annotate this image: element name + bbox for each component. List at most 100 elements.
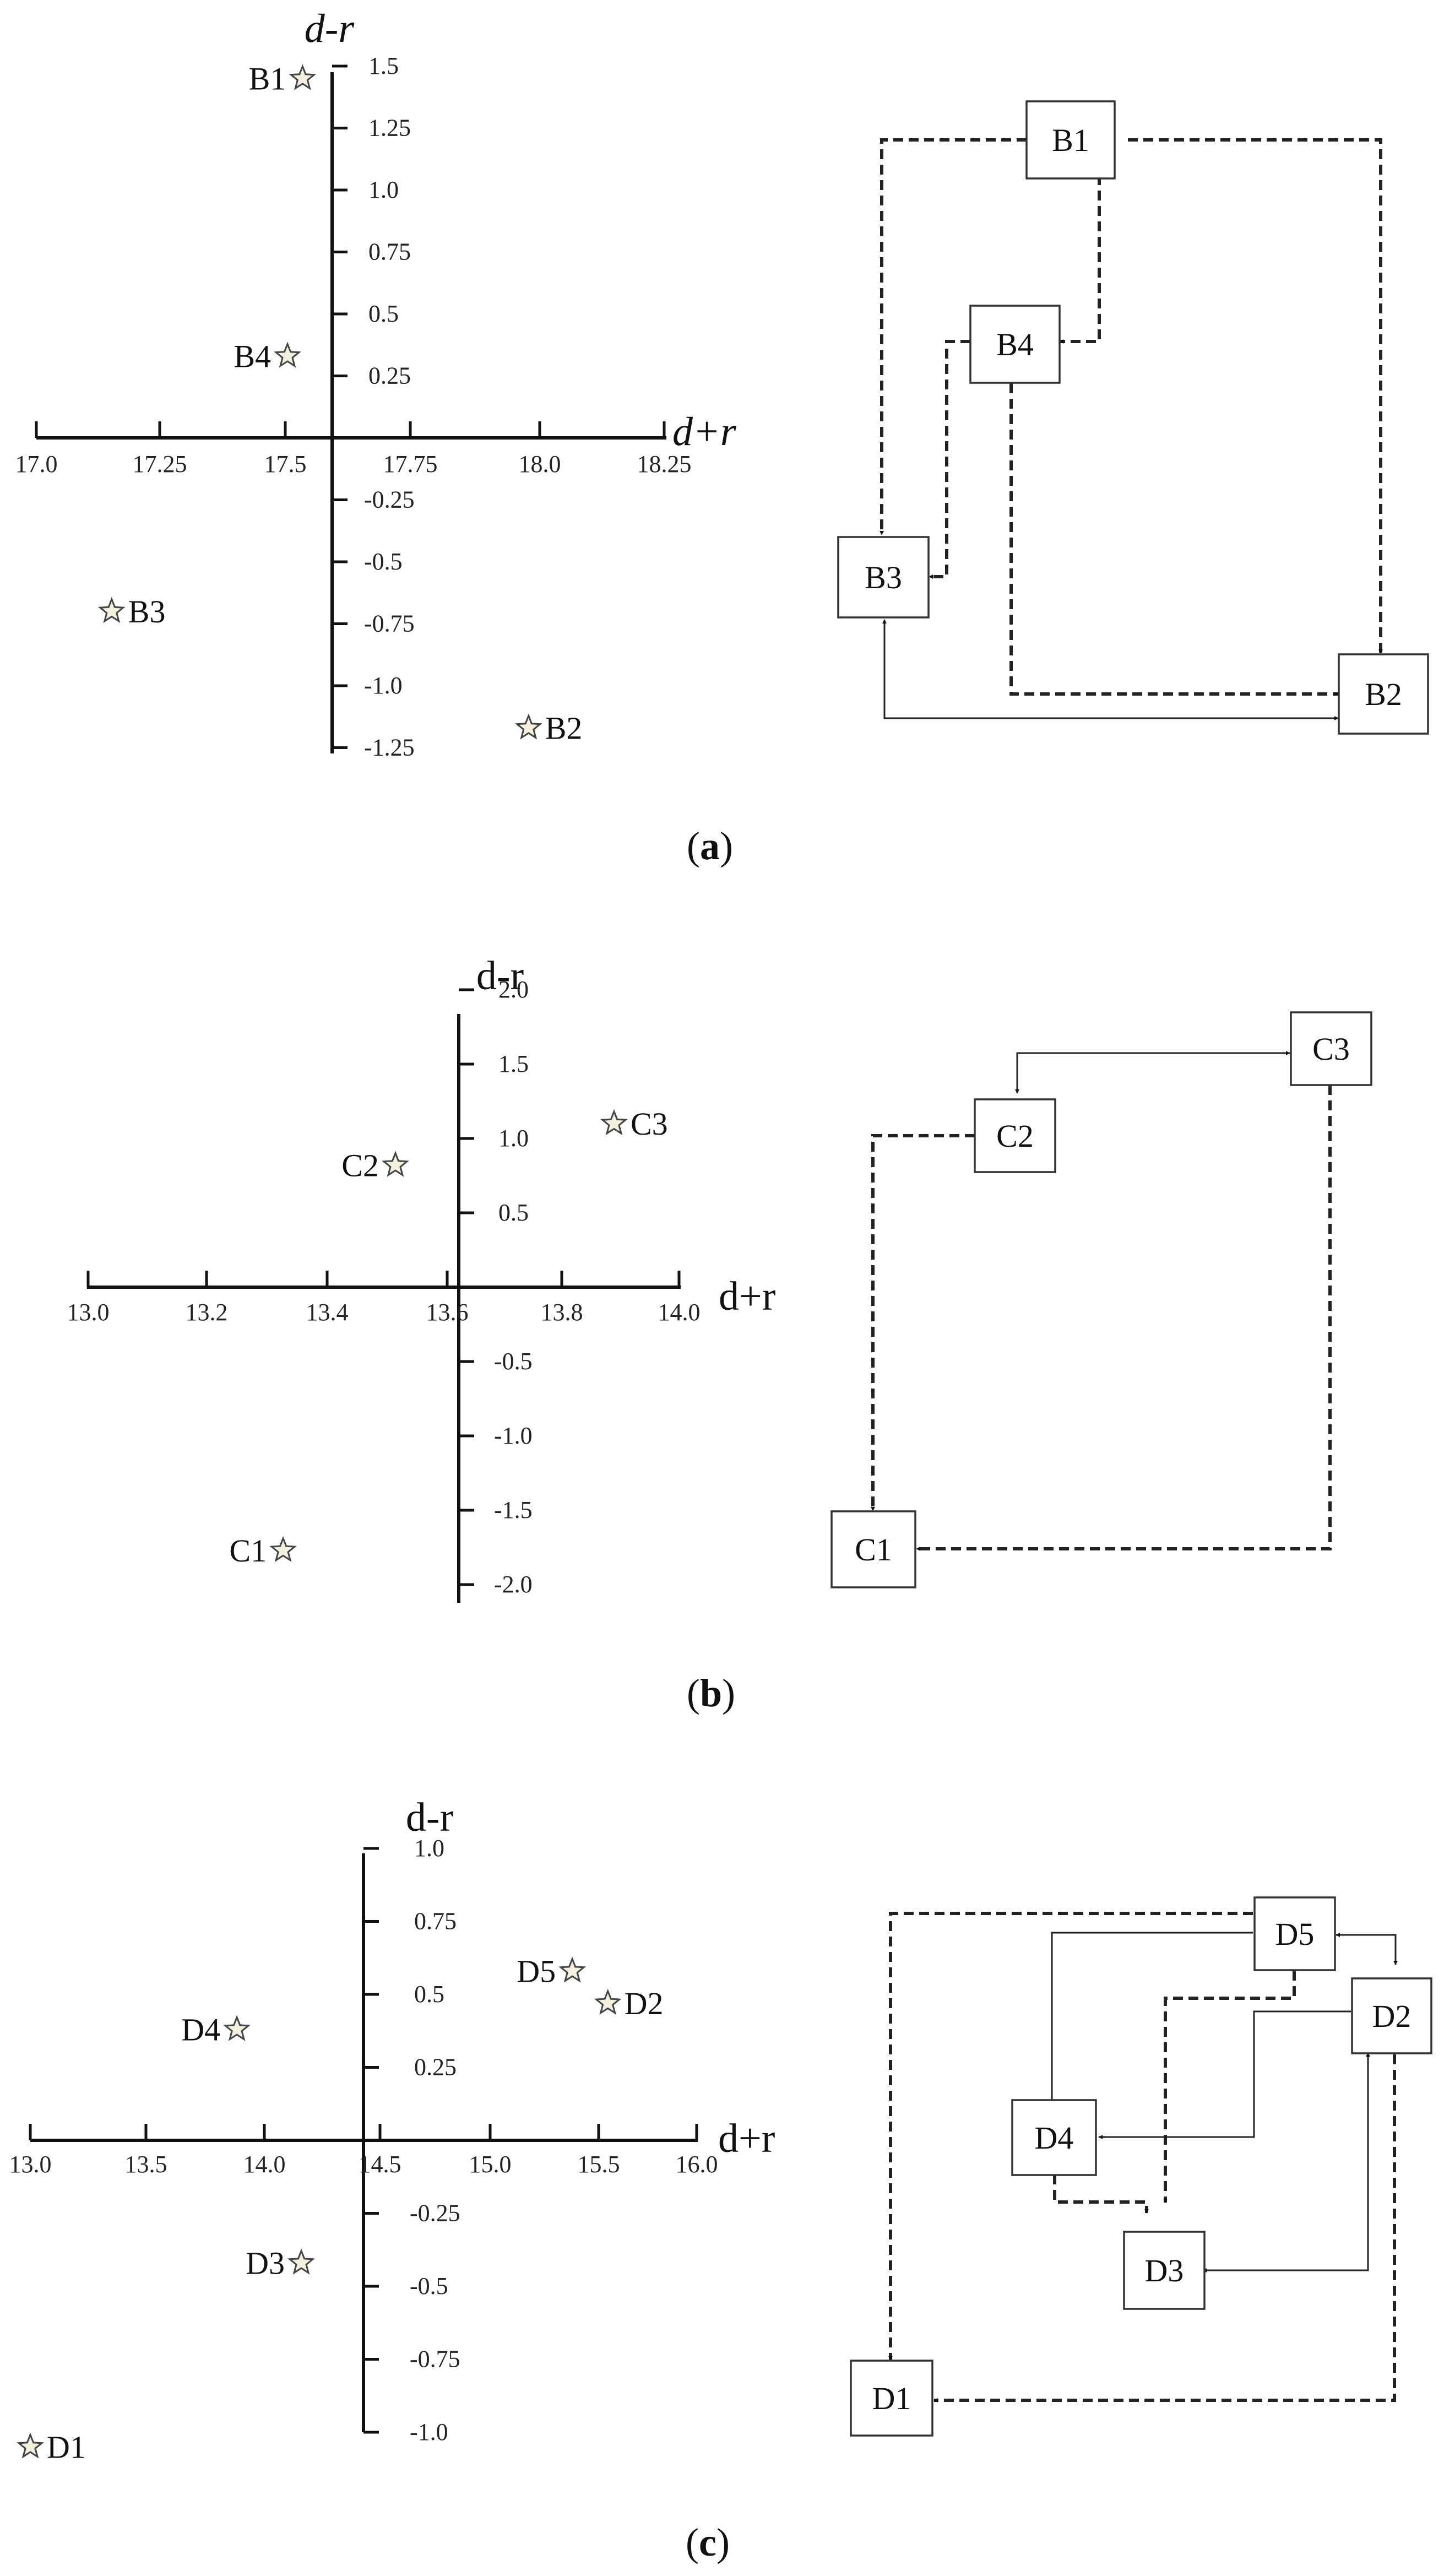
svg-text:D5: D5 [1275,1916,1315,1952]
point-label-d4: D4 [181,2012,220,2048]
y-tick-label-neg-a-2: -0.75 [364,610,415,637]
x-tick-label-c-4: 15.0 [469,2151,512,2178]
x-tick-label-a-0: 17.0 [15,451,58,478]
edge-d5-d3 [1163,1955,1296,2203]
y-tick-label-pos-a-3: 1.0 [368,176,399,203]
y-tick-label-neg-c-0: -0.25 [410,2200,460,2227]
node-c3: C3 [1290,1011,1372,1086]
x-tick-label-c-5: 15.5 [578,2151,620,2178]
caption-c: (c) [686,2520,730,2564]
x-tick-label-b-4: 13.8 [541,1299,583,1326]
node-d5: D5 [1253,1896,1336,1971]
node-b2: B2 [1338,653,1429,735]
svg-text:D1: D1 [872,2380,911,2416]
y-tick-label-neg-a-3: -1.0 [364,672,403,699]
y-axis-title-a: d-r [305,6,355,51]
y-tick-label-neg-b-0: -0.5 [494,1348,533,1375]
edge-b1-b3 [880,138,1027,535]
caption-a: (a) [687,824,733,868]
edge-c3-c1 [916,1085,1332,1551]
point-b2 [514,713,542,740]
point-b1 [289,64,317,90]
node-d2: D2 [1351,1977,1432,2054]
y-tick-label-neg-c-2: -0.75 [410,2346,460,2373]
x-tick-label-b-5: 14.0 [658,1299,701,1326]
y-tick-label-pos-a-4: 1.25 [368,115,411,142]
node-c2: C2 [974,1098,1056,1173]
node-b4: B4 [969,305,1061,384]
point-d3 [287,2248,315,2275]
edge-d2-d1 [933,2054,1396,2403]
edge-d5-d4 [1050,1932,1253,2105]
y-tick-label-neg-a-4: -1.25 [364,734,415,761]
x-tick-label-c-6: 16.0 [676,2151,718,2178]
x-tick-label-c-3: 14.5 [359,2151,401,2178]
x-tick-label-a-3: 17.75 [383,451,438,478]
y-tick-label-pos-a-2: 0.75 [368,238,411,265]
y-tick-label-neg-b-3: -2.0 [494,1571,533,1598]
point-d2 [594,1988,622,2015]
network-diagram-a: B1 B4 B3 B2 [837,100,1429,735]
edge-b3-b2 [882,619,1339,720]
edge-d2-d4 [1098,2010,1351,2139]
edge-c2-c1 [871,1134,975,1511]
x-tick-label-c-2: 14.0 [243,2151,286,2178]
point-label-c2: C2 [341,1148,379,1184]
node-b3: B3 [837,536,930,619]
x-tick-label-a-2: 17.5 [264,451,307,478]
x-tick-label-b-2: 13.4 [306,1299,349,1326]
point-label-b2: B2 [545,711,583,746]
point-label-d2: D2 [625,1986,664,2021]
y-tick-label-pos-c-2: 0.75 [414,1908,457,1935]
point-c3 [600,1109,628,1136]
node-c1: C1 [830,1510,916,1588]
edge-b4-b2 [1009,383,1339,696]
caption-b: (b) [687,1671,735,1715]
y-tick-label-neg-b-1: -1.0 [494,1422,533,1449]
y-axis-title-c: d-r [406,1795,453,1840]
edge-b4-b3 [929,340,970,579]
point-label-c3: C3 [631,1106,668,1142]
point-d1 [17,2432,44,2459]
point-c2 [382,1151,409,1177]
y-tick-label-pos-a-1: 0.5 [368,300,399,327]
svg-text:B3: B3 [865,560,902,595]
x-axis-title-a: d+r [672,409,737,454]
y-tick-label-pos-a-5: 1.5 [368,52,399,79]
edge-d4-d3 [1053,2174,1149,2214]
point-b4 [274,341,301,368]
y-tick-label-pos-b-0: 0.5 [498,1199,529,1226]
svg-text:B1: B1 [1052,122,1089,158]
y-tick-label-neg-a-1: -0.5 [364,548,403,575]
x-tick-label-b-0: 13.0 [67,1299,110,1326]
edge-d5-d1 [888,1912,1253,2361]
y-tick-label-pos-b-2: 1.5 [498,1050,529,1077]
svg-text:C2: C2 [996,1118,1034,1154]
x-tick-label-a-5: 18.25 [637,451,692,478]
edge-c2-c3 [1015,1051,1290,1094]
y-tick-label-pos-b-1: 1.0 [498,1125,529,1152]
x-tick-label-c-0: 13.0 [9,2151,52,2178]
svg-text:D3: D3 [1145,2253,1184,2288]
point-c1 [269,1536,297,1563]
edge-b1-b4 [1059,175,1101,344]
x-tick-label-c-1: 13.5 [125,2151,167,2178]
point-label-d3: D3 [246,2246,285,2281]
edge-d5-d2 [1336,1933,1398,1965]
x-tick-label-a-4: 18.0 [519,451,561,478]
y-axis-title-b: d-r [476,953,524,999]
node-d4: D4 [1011,2099,1097,2176]
svg-text:D2: D2 [1372,1998,1412,2034]
point-label-b3: B3 [128,594,166,630]
point-d5 [558,1956,587,1983]
network-diagram-b: C3 C2 C1 [830,1011,1372,1588]
